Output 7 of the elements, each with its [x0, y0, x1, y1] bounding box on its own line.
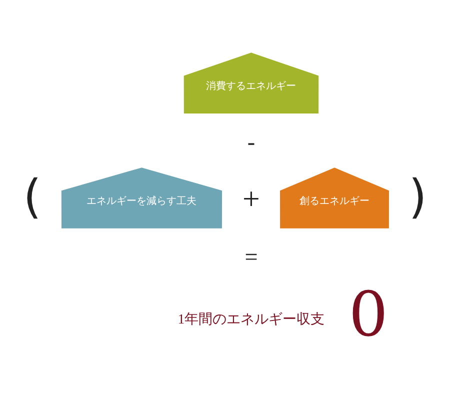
label: ) [408, 170, 427, 224]
label: - [247, 129, 256, 156]
label: 0 [348, 278, 388, 350]
label: = [244, 244, 258, 270]
label: 1年間のエネルギー収支 [178, 312, 325, 328]
label: + [242, 182, 260, 216]
label: ( [23, 170, 42, 224]
